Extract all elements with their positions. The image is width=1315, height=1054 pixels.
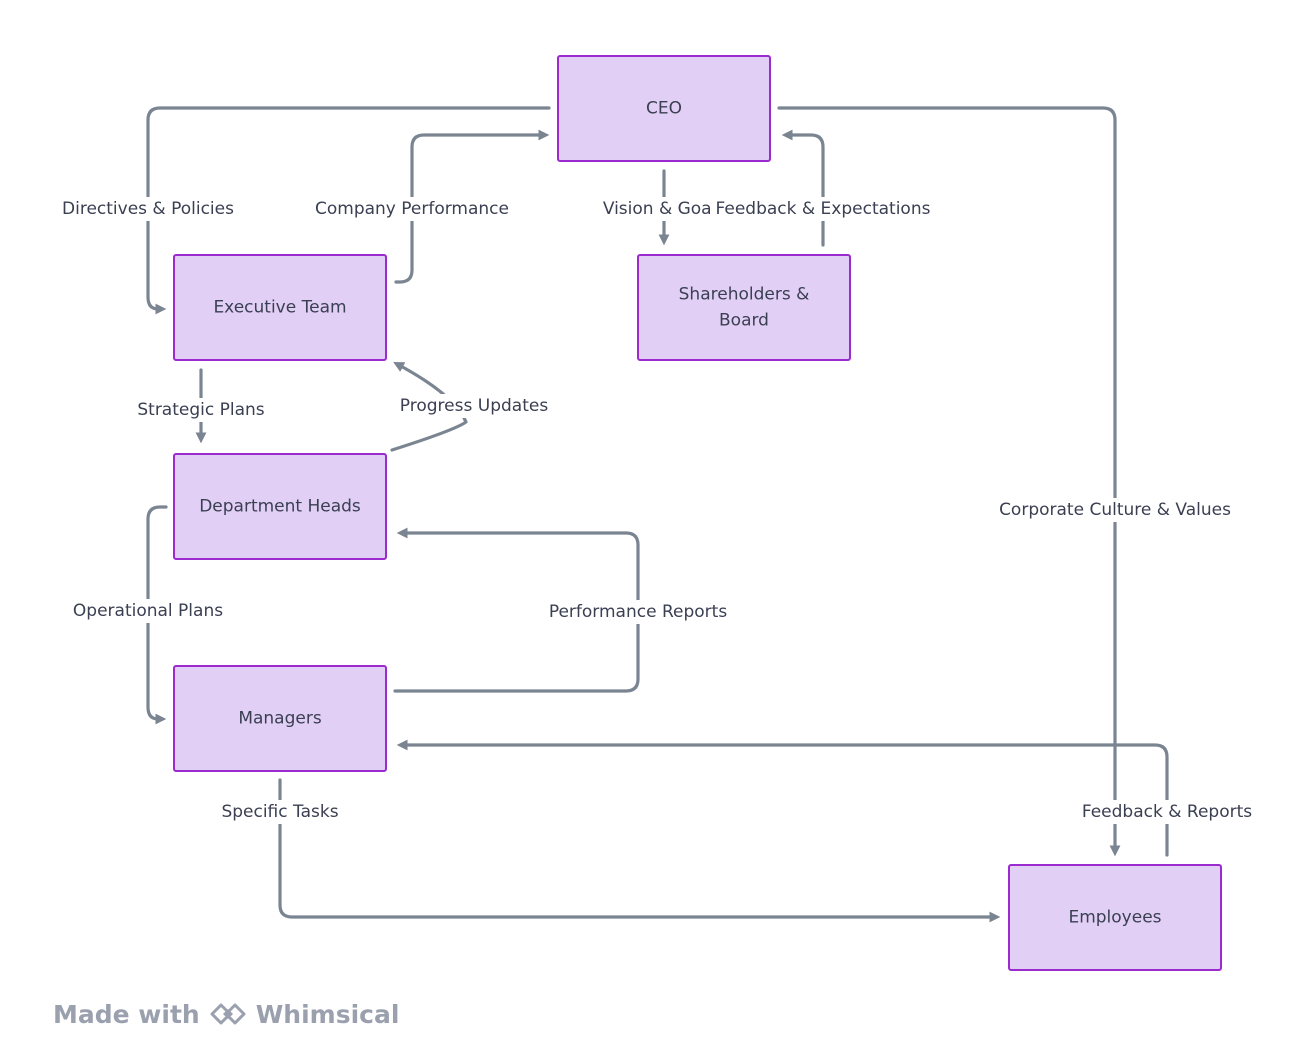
edge-label: Strategic Plans	[137, 400, 264, 420]
node-emp[interactable]: Employees	[1008, 864, 1222, 971]
node-box	[173, 665, 387, 772]
edge-ceo-to-emp[interactable]	[777, 106, 1121, 857]
node-box	[173, 254, 387, 361]
edge-label-background	[1078, 800, 1256, 824]
edge-label: Operational Plans	[73, 601, 223, 621]
node-box	[173, 453, 387, 560]
node-share[interactable]: Shareholders &Board	[637, 254, 851, 361]
edge-label: Directives & Policies	[62, 199, 234, 219]
whimsical-logo-icon	[210, 1003, 246, 1025]
node-label: Executive Team	[213, 298, 346, 318]
node-label: Employees	[1068, 908, 1161, 928]
edge-label: Feedback & Expectations	[716, 199, 931, 219]
edge-label-background	[210, 800, 350, 824]
node-box	[557, 55, 771, 162]
edge-label-background	[710, 197, 936, 221]
node-dept[interactable]: Department Heads	[173, 453, 387, 560]
node-mgr[interactable]: Managers	[173, 665, 387, 772]
edge-mgr-to-emp[interactable]	[278, 778, 1001, 923]
edge-label-background	[988, 498, 1242, 522]
edge-label-background	[126, 398, 276, 422]
edge-share-to-ceo[interactable]	[781, 129, 825, 247]
edge-label: Company Performance	[315, 199, 509, 219]
edge-label-background	[318, 197, 506, 221]
edge-label: Vision & Goals	[603, 199, 726, 219]
edge-label: Corporate Culture & Values	[999, 500, 1231, 520]
made-with-whimsical-watermark[interactable]: Made with Whimsical	[53, 996, 399, 1032]
edge-label-background	[594, 197, 734, 221]
edge-label-background	[45, 197, 251, 221]
node-ceo[interactable]: CEO	[557, 55, 771, 162]
node-label: CEO	[646, 99, 682, 119]
edge-label: Progress Updates	[400, 396, 549, 416]
node-label: Shareholders &Board	[679, 285, 810, 331]
edge-label: Performance Reports	[549, 602, 727, 622]
edge-label: Feedback & Reports	[1082, 802, 1252, 822]
edge-emp-to-mgr[interactable]	[396, 739, 1169, 857]
edge-label: Specific Tasks	[221, 802, 338, 822]
edge-label-background	[64, 599, 232, 623]
watermark-prefix: Made with	[53, 999, 200, 1029]
node-label: Managers	[238, 709, 322, 729]
node-label: Department Heads	[199, 497, 361, 517]
edge-label-background	[544, 600, 732, 624]
node-exec[interactable]: Executive Team	[173, 254, 387, 361]
node-box	[637, 254, 851, 361]
node-box	[1008, 864, 1222, 971]
edge-dept-to-exec[interactable]	[390, 361, 468, 452]
watermark-brand: Whimsical	[255, 999, 400, 1029]
edge-label-background	[394, 394, 554, 418]
